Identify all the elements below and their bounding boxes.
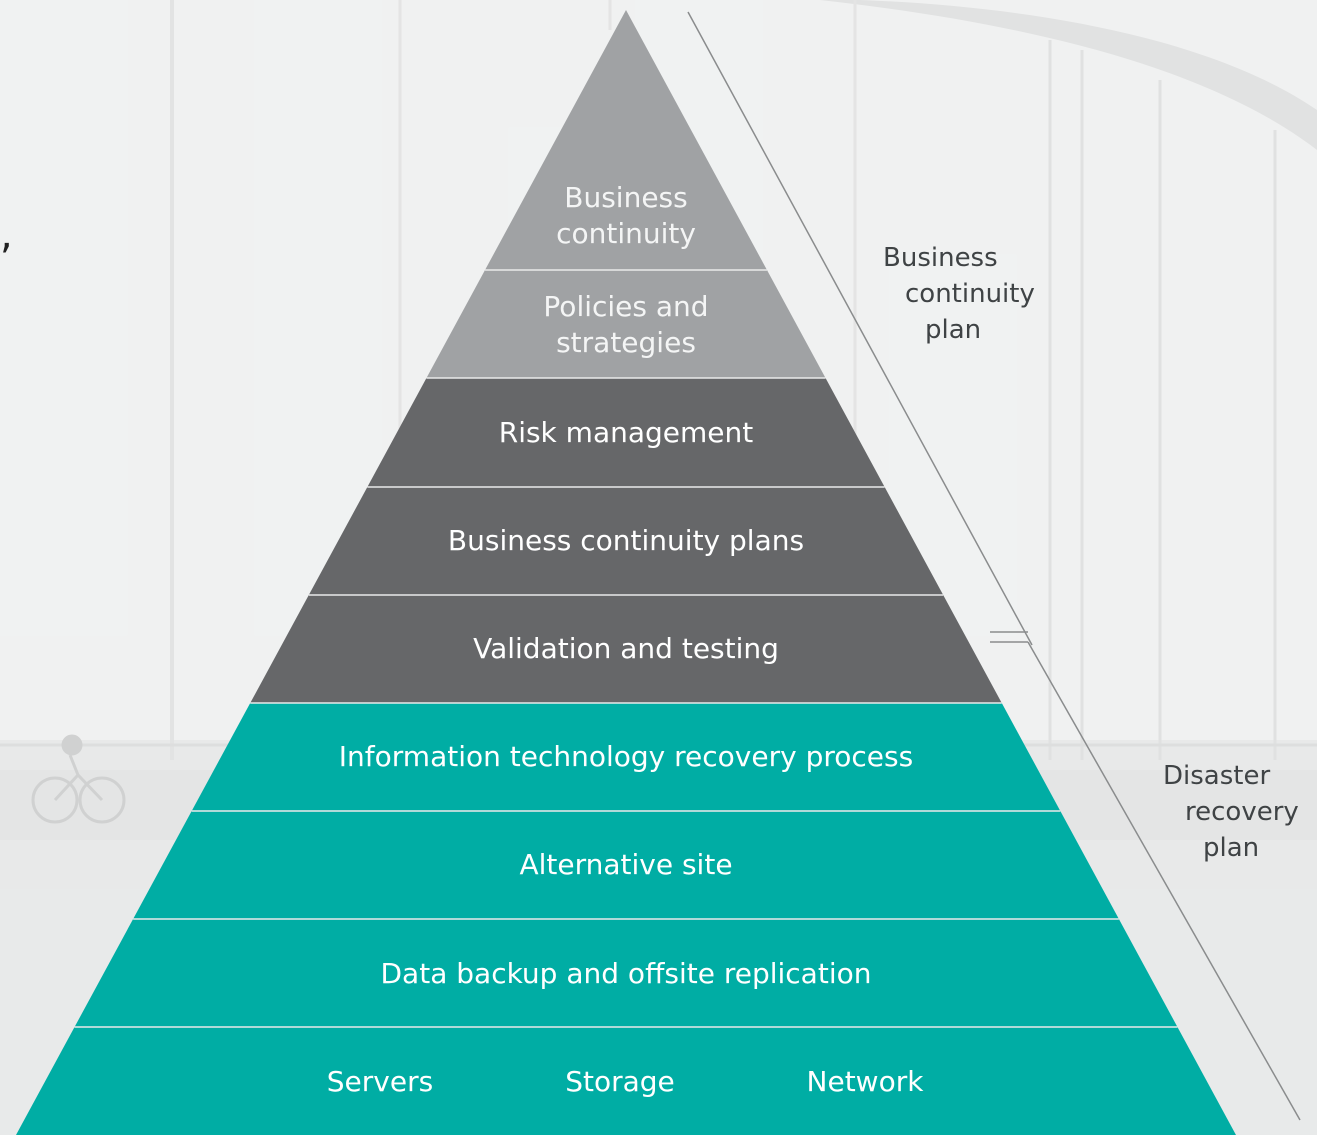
pyramid [16, 10, 1236, 1135]
layer-business-continuity [485, 10, 767, 270]
base-item-network: Network [806, 1065, 924, 1098]
layer-business-continuity-plans [308, 487, 944, 595]
layer-validation-and-testing [250, 595, 1002, 703]
bracket-lines [687, 11, 1301, 1121]
layer-it-recovery-process [191, 703, 1061, 811]
base-item-storage: Storage [565, 1065, 675, 1098]
layer-label-business-continuity: Business continuity [556, 181, 696, 250]
layer-risk-management [367, 378, 885, 487]
stray-punctuation: , [0, 212, 13, 258]
bracket-label-business-continuity-plan: Business continuity plan [883, 243, 1035, 345]
layer-label-business-continuity-plans: Business continuity plans [447, 524, 805, 557]
layer-label-validation-and-testing: Validation and testing [473, 632, 779, 665]
layer-label-risk-management: Risk management [498, 416, 754, 449]
layer-label-it-recovery-process: Information technology recovery process [338, 740, 914, 773]
layer-alternative-site [133, 811, 1119, 919]
layer-label-alternative-site: Alternative site [519, 848, 733, 881]
bracket-label-disaster-recovery-plan: Disaster recovery plan [1163, 761, 1299, 863]
cyclist-figure [31, 734, 126, 824]
layer-label-policies-and-strategies: Policies and strategies [543, 290, 709, 359]
layer-dividers [74, 269, 1178, 1028]
layer-data-backup [74, 919, 1178, 1027]
layer-label-data-backup: Data backup and offsite replication [380, 957, 872, 990]
layer-policies-and-strategies [426, 270, 826, 378]
base-item-servers: Servers [326, 1065, 434, 1098]
layer-base-infrastructure [16, 1027, 1236, 1135]
